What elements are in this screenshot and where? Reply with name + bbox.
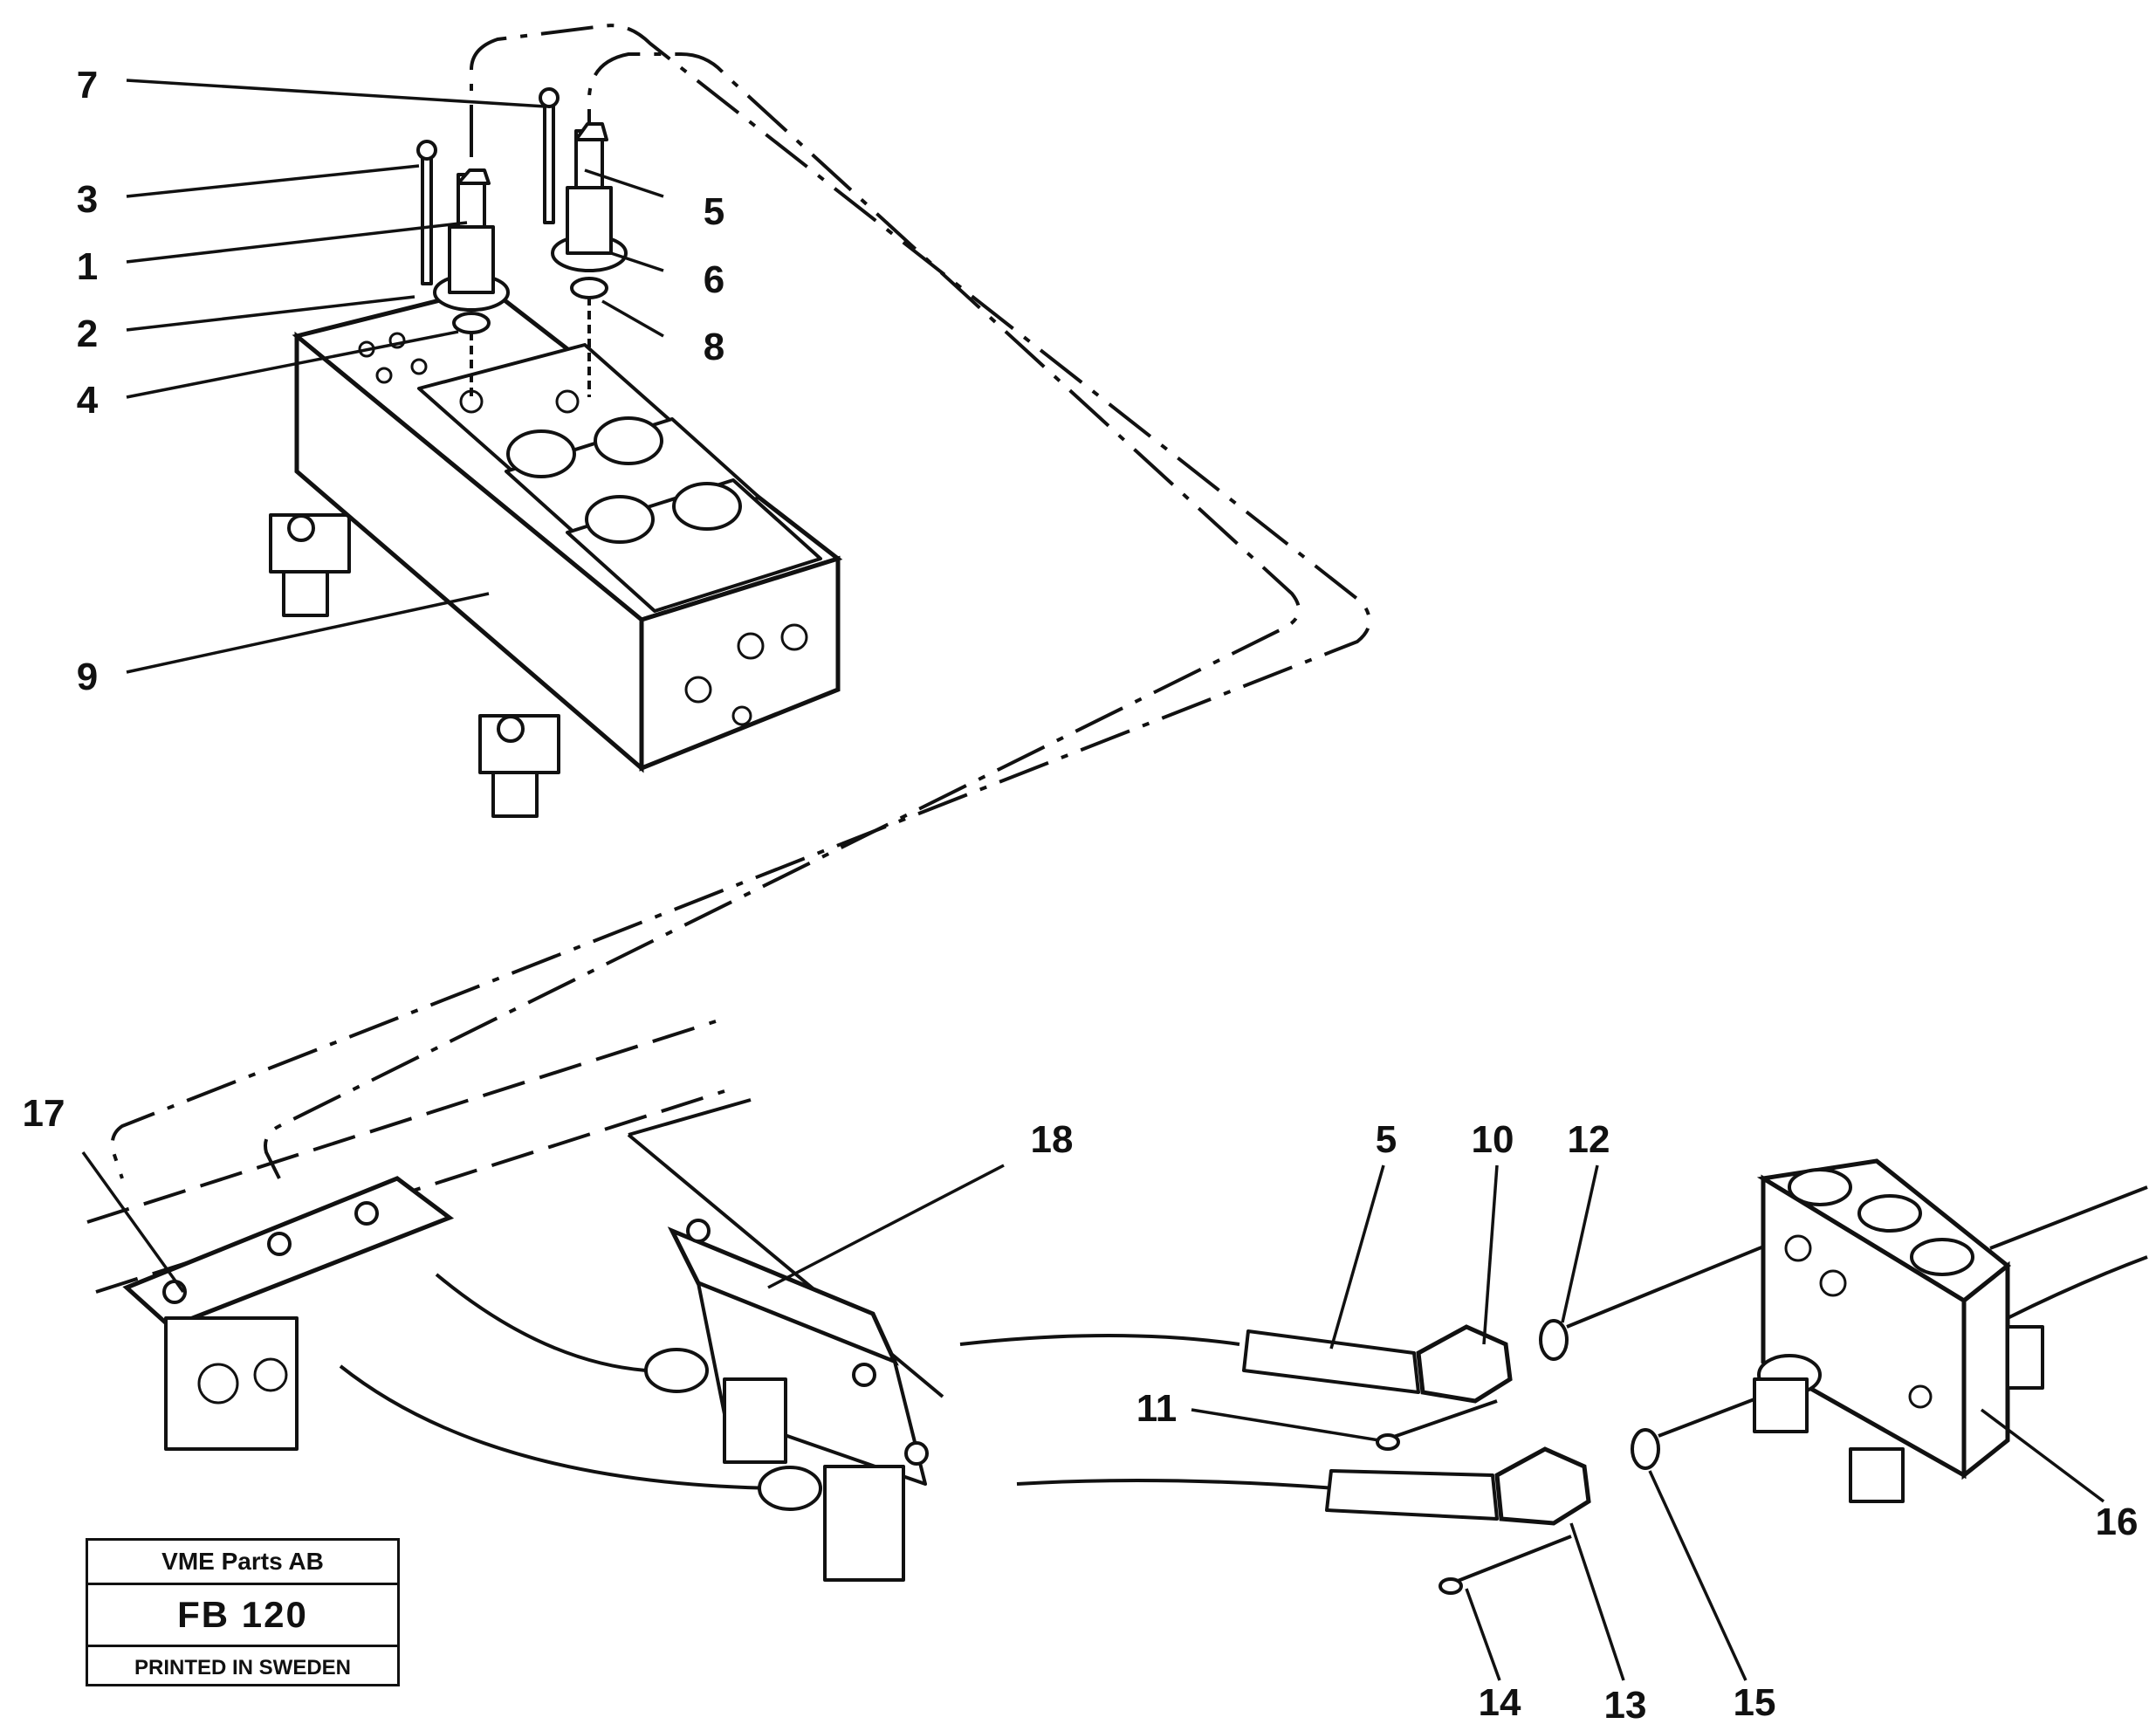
title-block-company: VME Parts AB — [88, 1541, 397, 1585]
callout-5-top: 5 — [704, 190, 724, 233]
valve-block-end — [639, 555, 841, 772]
title-block-number: FB 120 — [88, 1585, 397, 1647]
hose-clamp — [506, 429, 576, 478]
callout-12: 12 — [1568, 1118, 1610, 1161]
title-block-printed: PRINTED IN SWEDEN — [134, 1656, 351, 1679]
bolt-head — [497, 715, 525, 743]
callout-13: 13 — [1604, 1684, 1647, 1724]
callout-numbers: 7 3 1 2 4 5 6 8 9 17 18 5 10 12 11 16 14… — [23, 64, 2139, 1724]
distribution-valve-end — [1961, 1260, 2010, 1480]
clamp-plate — [122, 1176, 455, 1329]
callout-1: 1 — [77, 245, 98, 288]
callout-3: 3 — [77, 178, 98, 221]
callout-14: 14 — [1479, 1681, 1521, 1724]
hose-clamp — [594, 416, 663, 465]
hose-clamp — [585, 495, 655, 544]
support-foot-right — [491, 771, 539, 818]
hose-route-lines — [110, 24, 1371, 1179]
callout-8: 8 — [704, 326, 724, 368]
hose-fitting-13 — [1494, 1446, 1591, 1526]
bracket-body — [697, 1281, 927, 1486]
callout-6: 6 — [704, 258, 724, 301]
o-rings — [452, 277, 608, 397]
adapter-fitting-5 — [551, 122, 628, 272]
callout-16: 16 — [2096, 1501, 2139, 1543]
title-block: VME Parts AB FB 120 PRINTED IN SWEDEN — [86, 1538, 400, 1686]
callout-18: 18 — [1031, 1118, 1074, 1161]
lower-assembly — [86, 1020, 2148, 1595]
flange-and-bolts — [416, 87, 560, 285]
callout-11: 11 — [1136, 1387, 1178, 1430]
hose-fitting-10 — [1416, 1324, 1513, 1404]
adapter-fitting-1 — [433, 168, 510, 312]
callout-4: 4 — [77, 379, 99, 422]
callout-15: 15 — [1734, 1681, 1776, 1724]
leader-lines — [81, 79, 2105, 1681]
bolt-head — [287, 514, 315, 542]
support-foot-left — [282, 570, 329, 617]
callout-7: 7 — [77, 64, 98, 106]
callout-17: 17 — [23, 1092, 65, 1135]
callout-10: 10 — [1472, 1118, 1514, 1161]
callout-5-bottom: 5 — [1376, 1118, 1397, 1161]
callout-9: 9 — [77, 656, 98, 698]
hose-clamp — [672, 482, 742, 531]
control-valve-block — [269, 285, 843, 818]
callout-2: 2 — [77, 313, 98, 355]
